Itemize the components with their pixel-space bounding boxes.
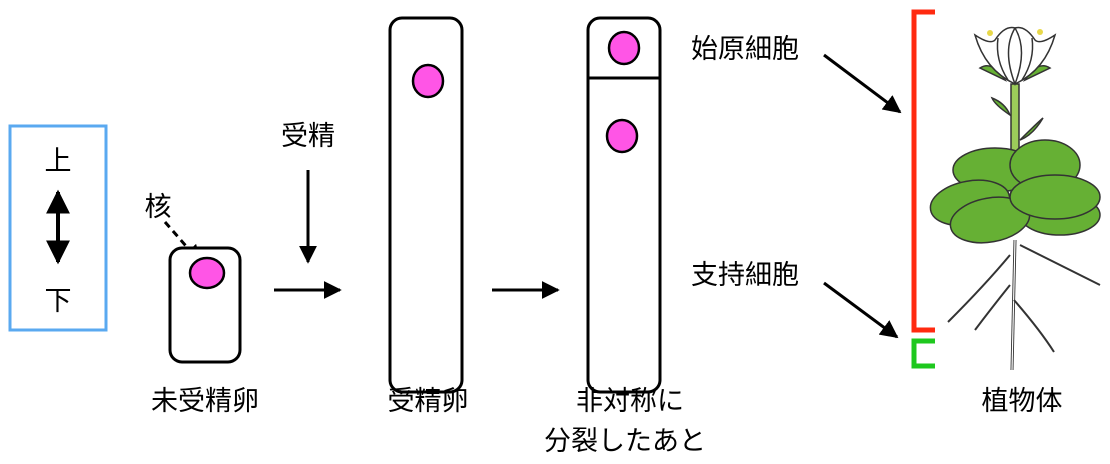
- nucleus-pointer-arrow: [163, 221, 202, 264]
- after-division-label-1: 非対称に: [576, 386, 684, 417]
- basal-nucleus: [605, 118, 639, 154]
- up-label: 上: [45, 146, 72, 177]
- orientation-legend: 上 下: [8, 124, 108, 332]
- initial-cell-label: 始原細胞: [691, 34, 799, 65]
- fertilized-egg-label: 受精卵: [388, 386, 469, 417]
- unfertilized-egg-label: 未受精卵: [151, 386, 259, 417]
- zygote-cell: [388, 16, 464, 394]
- two-cell-embryo: [586, 16, 662, 394]
- support-cell-arrow: [823, 281, 899, 339]
- nucleus: [188, 256, 226, 290]
- fertilization-label: 受精: [281, 121, 335, 152]
- down-label: 下: [45, 286, 72, 317]
- unfertilized-egg: 核 未受精卵: [145, 192, 260, 417]
- support-cell-label: 支持細胞: [691, 260, 799, 291]
- nucleus-label: 核: [145, 192, 172, 223]
- support-cell-bracket: [911, 338, 935, 369]
- divided-cell: 非対称に 分裂したあと: [544, 16, 706, 457]
- initial-cell-arrow: [823, 53, 902, 114]
- fertilized-egg: 受精卵: [388, 16, 469, 417]
- nucleus: [411, 63, 445, 99]
- initial-cell-bracket: [911, 9, 935, 333]
- apical-nucleus: [607, 30, 641, 66]
- after-division-label-2: 分裂したあと: [544, 426, 706, 457]
- plant-illustration: [929, 26, 1101, 371]
- plant-label: 植物体: [982, 386, 1063, 417]
